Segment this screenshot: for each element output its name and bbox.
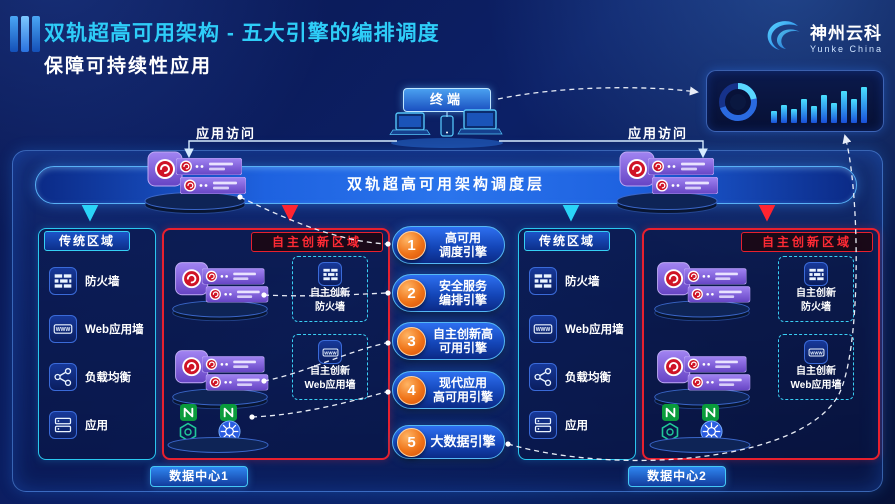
engine-3-innovation-ha: 3 自主创新高可用引擎 xyxy=(392,322,505,360)
web-app-wall-icon xyxy=(318,340,342,364)
innovation-web-wall-box: 自主创新 Web应用墙 xyxy=(292,334,368,400)
engine-number-badge: 4 xyxy=(397,375,426,405)
innovation-firewall-box: 自主创新 防火墙 xyxy=(778,256,854,322)
application-icon xyxy=(49,411,77,439)
zone-item-label: 防火墙 xyxy=(565,276,600,288)
engine-1-ha-scheduling: 1 高可用调度引擎 xyxy=(392,226,505,264)
innovation-box-label: Web应用墙 xyxy=(790,380,842,391)
application-icon xyxy=(529,411,557,439)
firewall-brick-icon xyxy=(804,262,828,286)
phone-icon xyxy=(440,115,454,137)
nginx-icon xyxy=(180,404,197,421)
innovation-box-label: 自主创新 xyxy=(796,366,836,377)
engine-4-modern-app-ha: 4 现代应用高可用引擎 xyxy=(392,371,505,409)
web-app-wall-icon xyxy=(49,315,77,343)
zone-item-label: 应用 xyxy=(565,420,588,432)
dc1-traditional-zone: 传统区域 防火墙 Web应用墙 负载均衡 应用 xyxy=(38,228,156,460)
engine-number-badge: 3 xyxy=(397,326,426,356)
nginx-icon xyxy=(220,404,237,421)
terminal-label: 终端 xyxy=(403,88,491,112)
logo-swoosh-icon xyxy=(767,21,800,50)
dc1-innovation-zone: 自主创新区域 自主创新 防火墙 自主创新 Web应用墙 xyxy=(162,228,390,460)
engine-label: 自主创新高可用引擎 xyxy=(432,327,493,355)
laptop-icon xyxy=(457,109,503,135)
innovation-box-label: 自主创新 xyxy=(310,366,350,377)
logo-subtext: Yunke China xyxy=(809,43,883,54)
innovation-box-label: 防火墙 xyxy=(315,302,345,313)
engine-5-big-data: 5 大数据引擎 xyxy=(392,425,505,459)
engine-number-badge: 5 xyxy=(397,427,426,457)
dc2-innovation-zone: 自主创新区域 自主创新 防火墙 自主创新 Web应用墙 xyxy=(642,228,880,460)
dc2-traditional-zone-title: 传统区域 xyxy=(524,231,611,251)
innovation-box-label: 防火墙 xyxy=(801,302,831,313)
zone-item-web-app-wall: Web应用墙 xyxy=(529,315,624,343)
server-cluster-icon xyxy=(168,348,272,410)
engine-label: 现代应用高可用引擎 xyxy=(432,376,493,404)
load-balancer-icon xyxy=(529,363,557,391)
engine-label: 大数据引擎 xyxy=(430,434,496,449)
firewall-brick-icon xyxy=(318,262,342,286)
zone-item-label: Web应用墙 xyxy=(565,324,624,336)
dc2-traditional-zone: 传统区域 防火墙 Web应用墙 负载均衡 应用 xyxy=(518,228,636,460)
gauge-donut-icon xyxy=(719,83,757,121)
platform-disc-icon xyxy=(167,437,269,453)
app-access-left-label: 应用访问 xyxy=(196,126,257,141)
datacenter1-label: 数据中心1 xyxy=(150,466,248,487)
innovation-firewall-box: 自主创新 防火墙 xyxy=(292,256,368,322)
nginx-icon xyxy=(702,404,719,421)
load-balancer-icon xyxy=(49,363,77,391)
zone-item-load-balancer: 负载均衡 xyxy=(49,363,131,391)
dc1-innovation-zone-title: 自主创新区域 xyxy=(250,232,383,252)
dashboard-barchart-icon xyxy=(771,87,867,123)
page-subtitle: 保障可持续性应用 xyxy=(44,56,213,77)
nginx-icon xyxy=(662,404,679,421)
zone-item-application: 应用 xyxy=(529,411,588,439)
page-title: 双轨超高可用架构 - 五大引擎的编排调度 xyxy=(44,22,440,45)
zone-item-firewall: 防火墙 xyxy=(49,267,120,295)
server-cluster-icon xyxy=(650,260,754,322)
monitor-dashboard-panel xyxy=(706,70,884,132)
zone-item-label: 负载均衡 xyxy=(565,372,611,384)
zone-item-label: 负载均衡 xyxy=(85,372,131,384)
firewall-brick-icon xyxy=(529,267,557,295)
platform-disc-icon xyxy=(649,437,751,453)
server-cluster-icon xyxy=(612,150,722,214)
server-cluster-icon xyxy=(168,260,272,322)
innovation-box-label: 自主创新 xyxy=(310,288,350,299)
terminal-devices-icon xyxy=(389,109,503,148)
zone-item-firewall: 防火墙 xyxy=(529,267,600,295)
server-cluster-icon xyxy=(140,150,250,214)
dc2-innovation-zone-title: 自主创新区域 xyxy=(740,232,873,252)
engine-label: 安全服务编排引擎 xyxy=(438,279,487,307)
zone-item-application: 应用 xyxy=(49,411,108,439)
innovation-box-label: 自主创新 xyxy=(796,288,836,299)
zone-item-label: Web应用墙 xyxy=(85,324,144,336)
engine-number-badge: 2 xyxy=(397,278,426,308)
laptop-icon xyxy=(389,112,431,135)
zone-item-label: 防火墙 xyxy=(85,276,120,288)
datacenter2-label: 数据中心2 xyxy=(628,466,726,487)
web-app-wall-icon xyxy=(529,315,557,343)
zone-item-load-balancer: 负载均衡 xyxy=(529,363,611,391)
web-app-wall-icon xyxy=(804,340,828,364)
company-logo: 神州云科 Yunke China xyxy=(760,16,883,56)
innovation-web-wall-box: 自主创新 Web应用墙 xyxy=(778,334,854,400)
server-cluster-icon xyxy=(650,348,754,410)
app-access-right-label: 应用访问 xyxy=(628,126,689,141)
engine-label: 高可用调度引擎 xyxy=(438,231,487,259)
logo-name: 神州云科 xyxy=(809,23,882,43)
zone-item-web-app-wall: Web应用墙 xyxy=(49,315,144,343)
engine-2-security-orchestration: 2 安全服务编排引擎 xyxy=(392,274,505,312)
dc1-traditional-zone-title: 传统区域 xyxy=(44,231,131,251)
header-bars-icon xyxy=(10,16,43,57)
innovation-box-label: Web应用墙 xyxy=(304,380,356,391)
firewall-brick-icon xyxy=(49,267,77,295)
engine-number-badge: 1 xyxy=(397,230,426,260)
zone-item-label: 应用 xyxy=(85,420,108,432)
